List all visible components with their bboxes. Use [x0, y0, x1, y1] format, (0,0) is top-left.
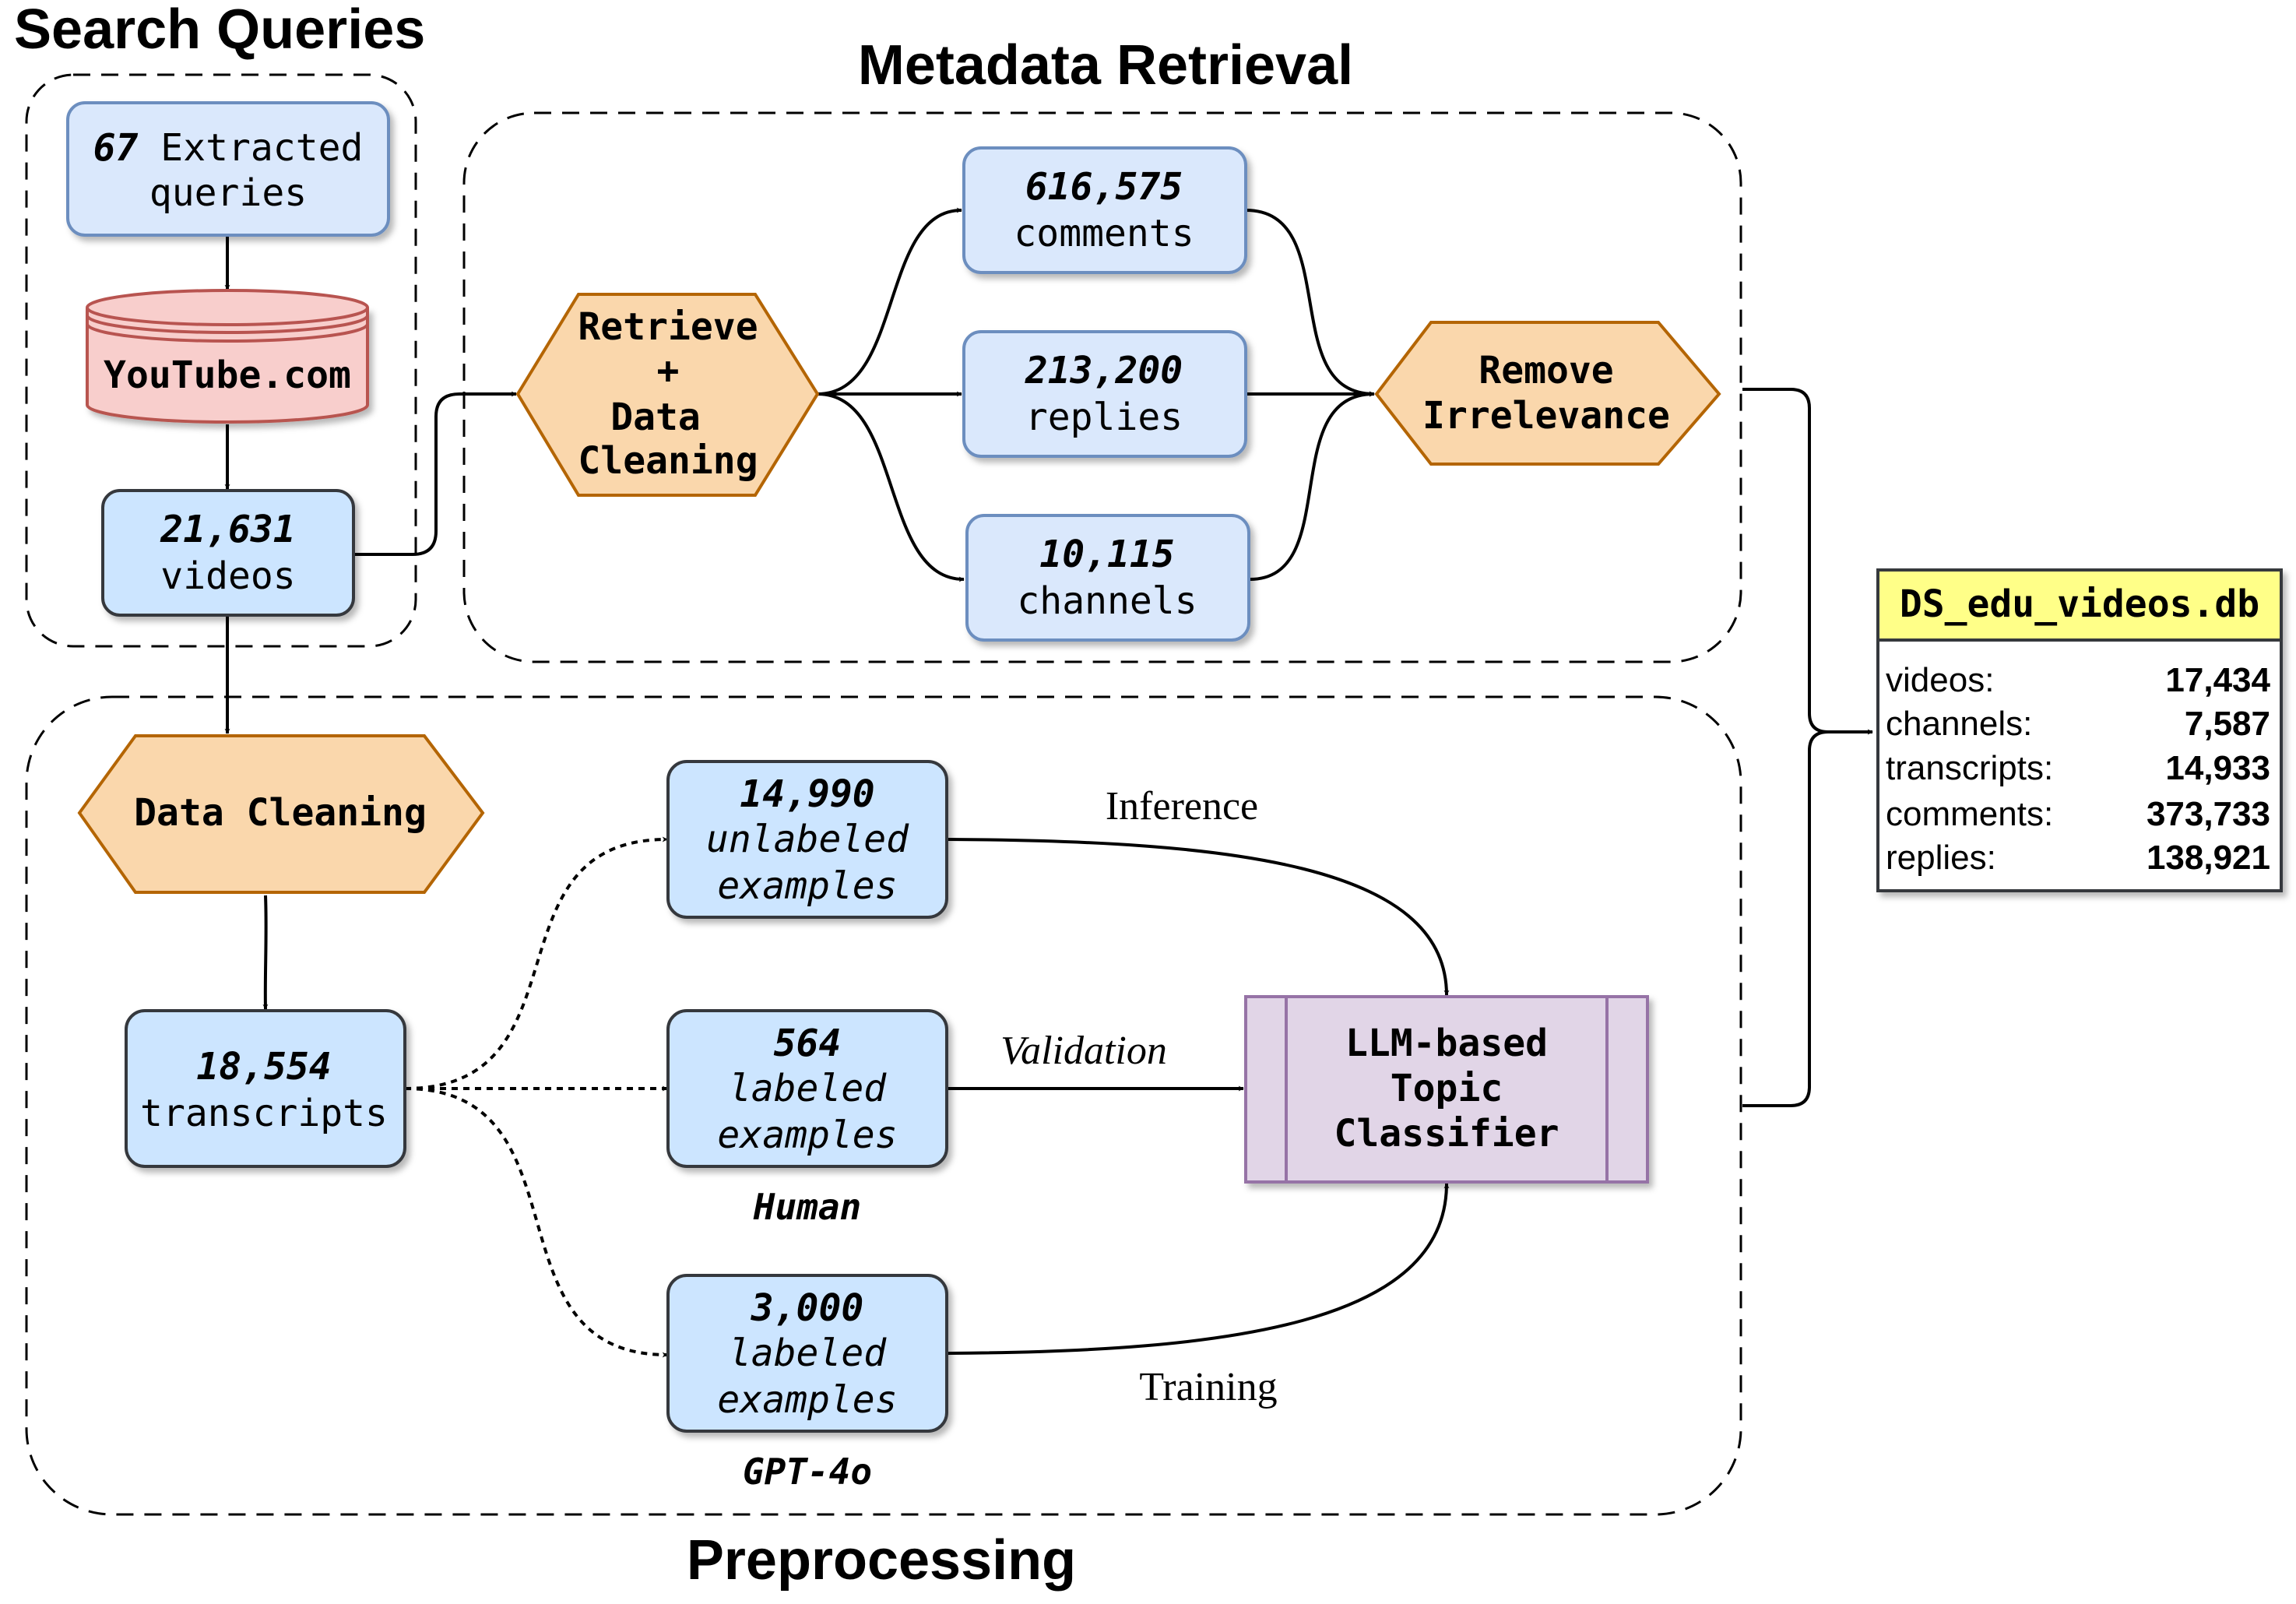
node-retrieve-cleaning: Retrieve + Data Cleaning [515, 293, 820, 497]
retrieve-line1: Retrieve [578, 305, 758, 349]
edge-comments-remove [1245, 209, 1375, 397]
metadata-retrieval-title: Metadata Retrieval [858, 34, 1353, 97]
database-table: DS_edu_videos.db videos: 17,434 channels… [1876, 568, 2283, 892]
edge-transcripts-gpt [404, 1087, 668, 1358]
db-row-videos-value: 17,434 [2165, 661, 2270, 699]
human-count: 564 [774, 1022, 842, 1065]
db-row-videos-label: videos: [1886, 661, 1994, 699]
queries-count: 67 [93, 126, 139, 170]
search-queries-group [25, 73, 417, 648]
classifier-line3: Classifier [1334, 1112, 1559, 1156]
edge-training [947, 1183, 1450, 1355]
db-row-replies-label: replies: [1886, 839, 1996, 877]
metadata-retrieval-group [462, 111, 1742, 663]
unlabeled-line1: unlabeled [706, 818, 909, 861]
node-human-labeled-examples: 564 labeled examples [666, 1009, 948, 1168]
node-comments: 616,575 comments [962, 146, 1247, 274]
edge-channels-remove [1249, 391, 1375, 581]
search-queries-title: Search Queries [14, 0, 425, 61]
retrieve-line2: + [657, 349, 680, 392]
db-row-transcripts-value: 14,933 [2165, 749, 2270, 787]
human-line1: labeled [729, 1067, 887, 1110]
remove-line1: Remove [1479, 349, 1613, 392]
db-row-channels-value: 7,587 [2185, 705, 2270, 743]
replies-label: replies [1025, 396, 1183, 439]
edge-label-inference: Inference [1106, 784, 1258, 828]
unlabeled-count: 14,990 [740, 772, 874, 816]
edge-preprocessing-database [1742, 729, 1873, 1107]
db-row-replies-value: 138,921 [2147, 839, 2270, 877]
node-remove-irrelevance: Remove Irrelevance [1374, 321, 1721, 466]
gpt-count: 3,000 [751, 1286, 864, 1330]
node-extracted-queries: 67 Extracted queries [66, 101, 390, 237]
edge-videos-retrieve [354, 391, 517, 556]
comments-count: 616,575 [1025, 165, 1183, 209]
videos-label: videos [160, 554, 295, 598]
db-row-channels-label: channels: [1886, 705, 2032, 743]
edge-label-training: Training [1139, 1365, 1277, 1409]
channels-count: 10,115 [1039, 533, 1174, 576]
node-data-cleaning: Data Cleaning [77, 734, 485, 894]
node-channels: 10,115 channels [965, 514, 1250, 642]
human-caption: Human [753, 1186, 861, 1228]
node-unlabeled-examples: 14,990 unlabeled examples [666, 760, 948, 919]
node-gpt-labeled-examples: 3,000 labeled examples [666, 1274, 948, 1433]
svg-text:67 Extracted: 67 Extracted [93, 126, 364, 170]
db-row-comments-label: comments: [1886, 795, 2053, 833]
human-line2: examples [717, 1113, 897, 1157]
gpt-caption: GPT-4o [743, 1451, 872, 1493]
transcripts-count: 18,554 [196, 1045, 331, 1089]
node-youtube-database: YouTube.com [86, 289, 369, 424]
remove-line2: Irrelevance [1422, 394, 1670, 438]
database-title: DS_edu_videos.db [1900, 582, 2259, 626]
edge-retrieve-channels [817, 392, 965, 582]
data-cleaning-label: Data Cleaning [134, 791, 427, 835]
db-row-transcripts-label: transcripts: [1886, 749, 2053, 787]
videos-count: 21,631 [160, 508, 295, 551]
transcripts-label: transcripts [140, 1092, 388, 1135]
retrieve-line4: Cleaning [578, 439, 758, 483]
edge-metadata-database [1742, 388, 1873, 735]
classifier-line2: Topic [1391, 1067, 1503, 1110]
gpt-line1: labeled [729, 1331, 887, 1375]
unlabeled-line2: examples [717, 864, 897, 908]
replies-count: 213,200 [1025, 349, 1183, 392]
db-row-comments-value: 373,733 [2147, 795, 2270, 833]
gpt-line2: examples [717, 1378, 897, 1422]
preprocessing-group [25, 695, 1742, 1516]
edge-datacleaning-transcripts [262, 895, 269, 1010]
channels-label: channels [1017, 579, 1197, 623]
youtube-label: YouTube.com [104, 354, 351, 397]
edge-inference [947, 838, 1450, 996]
node-replies: 213,200 replies [962, 330, 1247, 458]
edge-retrieve-comments [817, 207, 962, 396]
classifier-line1: LLM-based [1345, 1022, 1548, 1065]
edge-label-validation: Validation [1000, 1029, 1167, 1073]
node-videos: 21,631 videos [101, 489, 355, 617]
node-llm-topic-classifier: LLM-based Topic Classifier [1244, 995, 1649, 1184]
preprocessing-title: Preprocessing [687, 1529, 1076, 1592]
edge-transcripts-unlabeled [404, 836, 668, 1090]
retrieve-line3: Data [610, 396, 701, 439]
queries-label2: queries [149, 171, 307, 215]
edges [224, 207, 1873, 1358]
comments-label: comments [1014, 212, 1194, 255]
queries-label: Extracted [160, 126, 363, 170]
node-transcripts: 18,554 transcripts [125, 1009, 406, 1168]
